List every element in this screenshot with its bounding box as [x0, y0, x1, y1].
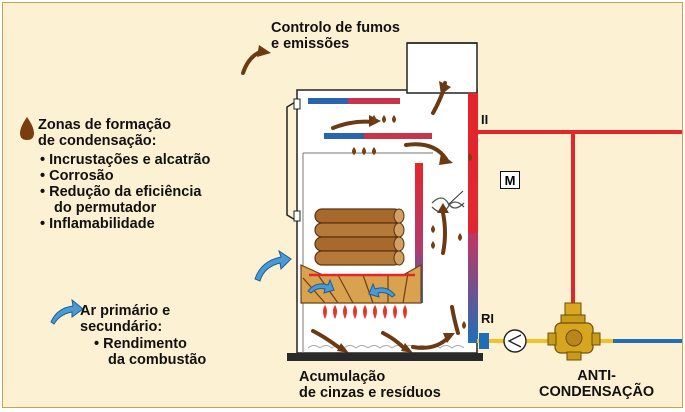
list-item: • Inflamabilidade [40, 216, 155, 232]
pump-icon [503, 329, 527, 353]
fan-icon [431, 190, 465, 213]
boiler-illustration [20, 42, 682, 361]
condensation-zones-title: Zonas de formação de condensação: [38, 117, 171, 149]
smoke-control-label: Controlo de fumos e emissões [271, 20, 400, 52]
list-item: • Redução da eficiência [40, 184, 202, 200]
air-arrows [50, 249, 396, 325]
hot-water-pipe [477, 130, 682, 315]
condensation-droplets [20, 115, 472, 329]
ash-accumulation-label: Acumulação de cinzas e resíduos [299, 369, 441, 401]
tag-ii: II [481, 112, 489, 127]
list-item-continuation: da combustão [108, 352, 207, 368]
tag-m: M [500, 171, 520, 189]
tag-ri: RI [481, 311, 494, 326]
condensation-zones-list: • Incrustações e alcatrão • Corrosão • R… [40, 152, 210, 232]
flames [323, 305, 407, 319]
anti-condensation-valve-icon [547, 302, 601, 361]
list-item: • Rendimento [94, 336, 187, 352]
list-item: • Incrustações e alcatrão [40, 152, 211, 168]
air-title: Ar primário e secundário: [80, 303, 171, 335]
list-item: • Corrosão [40, 168, 114, 184]
return-pipe [477, 333, 682, 349]
anti-condensation-label: ANTI- CONDENSAÇÃO [539, 368, 655, 400]
heat-exchanger [308, 93, 478, 343]
air-list: • Rendimento da combustão [94, 336, 206, 368]
boiler-diagram: Controlo de fumos e emissões Zonas de fo… [2, 2, 683, 408]
list-item-continuation: do permutador [54, 200, 157, 216]
